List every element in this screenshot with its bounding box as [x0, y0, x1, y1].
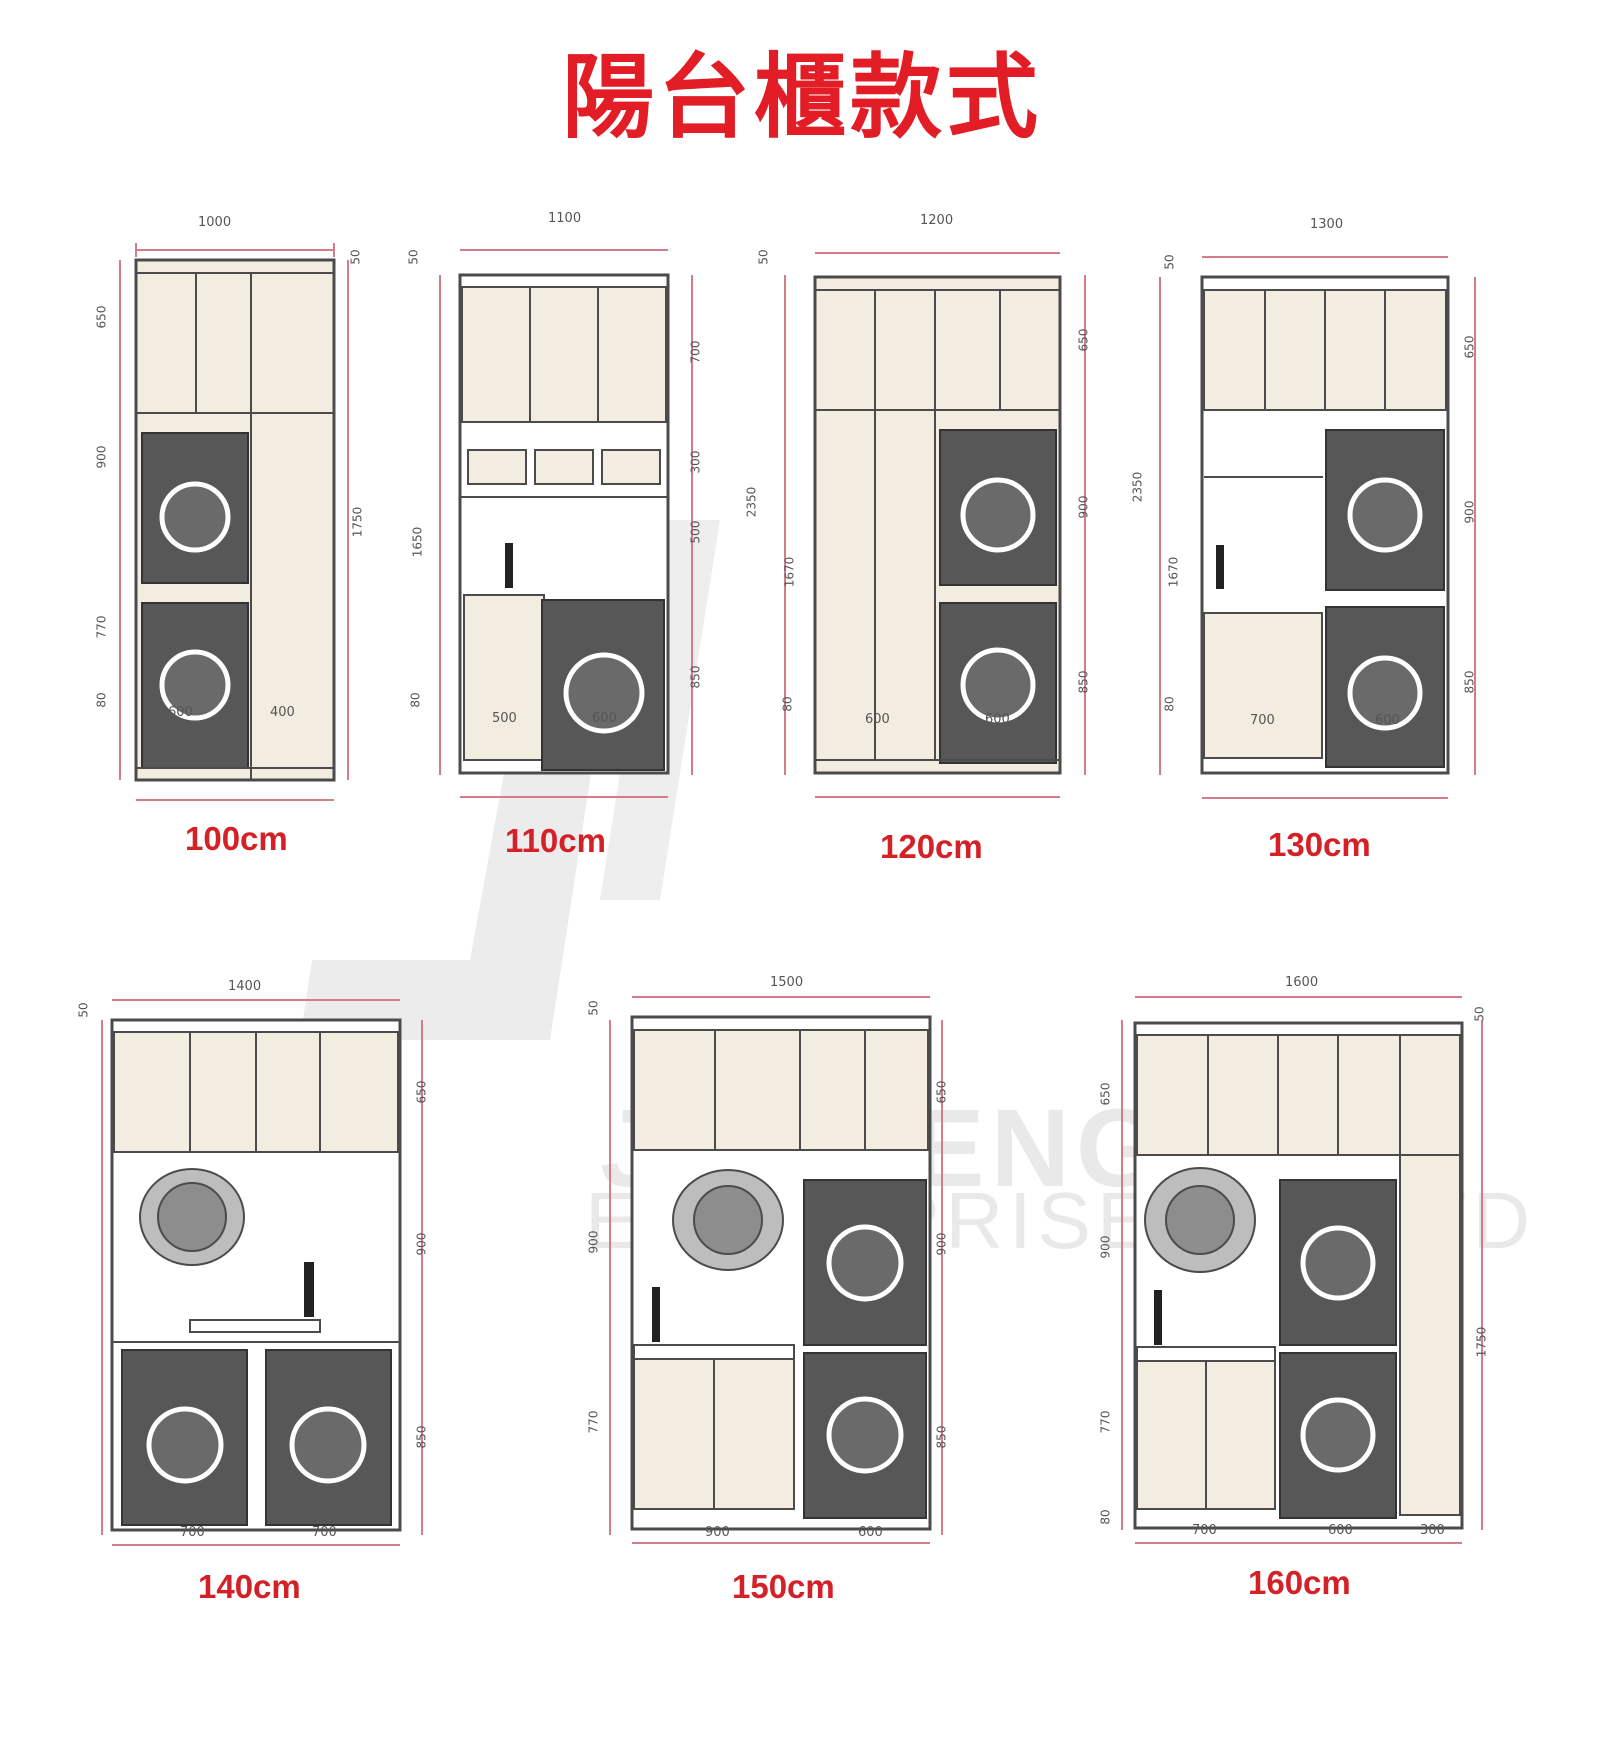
- dim-bottom-1: 600: [168, 705, 193, 720]
- dim-right-3: 850: [1076, 670, 1091, 694]
- dim-left-1: 50: [76, 1002, 91, 1018]
- dim-width: 1000: [198, 215, 232, 230]
- dim-left-3: 80: [408, 692, 423, 708]
- dim-bottom-1: 900: [705, 1525, 730, 1540]
- dim-left-4: 80: [94, 692, 109, 708]
- dim-right-1: 650: [1462, 335, 1477, 359]
- cabinet-160cm-drawing: [1121, 996, 1483, 1544]
- dim-right-2: 900: [1462, 500, 1477, 524]
- dim-right-2: 1750: [350, 506, 365, 538]
- dim-right-1: 700: [688, 340, 703, 364]
- dim-left-3: 1670: [782, 556, 797, 588]
- dim-bottom-2: 600: [1375, 713, 1400, 728]
- dim-bottom-2: 600: [858, 1525, 883, 1540]
- dim-width: 1500: [770, 975, 804, 990]
- dim-left-3: 770: [586, 1410, 601, 1434]
- dim-left-2: 2350: [744, 486, 759, 518]
- dim-right-3: 850: [934, 1425, 949, 1449]
- caption-160cm: 160cm: [1248, 1564, 1351, 1601]
- dim-left-2: 1650: [410, 526, 425, 558]
- dim-bottom-2: 600: [985, 712, 1010, 727]
- page-title: 陽台櫃款式: [561, 44, 1042, 151]
- cabinet-150cm: 1500 900 600 50 900 770 650 900 850: [580, 975, 960, 1545]
- dim-width: 1300: [1310, 217, 1344, 232]
- dim-left-1: 50: [756, 249, 771, 265]
- dim-left-2: 2350: [1130, 471, 1145, 503]
- dim-right-2: 300: [688, 450, 703, 474]
- caption-120cm: 120cm: [880, 828, 983, 865]
- dim-bottom-1: 700: [180, 1525, 205, 1540]
- dim-left-2: 900: [94, 445, 109, 469]
- cabinet-150cm-drawing: [609, 996, 943, 1544]
- cabinet-110cm: 1100 500 600 50 1650 80 700 300 500 850: [406, 211, 730, 798]
- dim-right-3: 850: [414, 1425, 429, 1449]
- dim-right-4: 850: [688, 665, 703, 689]
- dim-width: 1600: [1285, 975, 1319, 990]
- dim-right-1: 650: [414, 1080, 429, 1104]
- caption-150cm: 150cm: [732, 1568, 835, 1605]
- dim-right-1: 650: [934, 1080, 949, 1104]
- dim-left-3: 770: [1098, 1410, 1113, 1434]
- dim-bottom-2: 700: [312, 1525, 337, 1540]
- dim-right-2: 900: [414, 1232, 429, 1256]
- dim-left-2: 900: [1098, 1235, 1113, 1259]
- dim-right-3: 500: [688, 520, 703, 544]
- cabinet-100cm-drawing: [119, 243, 349, 801]
- dim-right-2: 900: [934, 1232, 949, 1256]
- dim-bottom-2: 600: [1328, 1523, 1353, 1538]
- caption-100cm: 100cm: [185, 820, 288, 857]
- caption-130cm: 130cm: [1268, 826, 1371, 863]
- cabinet-140cm: 1400 700 700 50 650 900 850: [76, 975, 440, 1546]
- dim-right-3: 850: [1462, 670, 1477, 694]
- dim-bottom-1: 500: [492, 711, 517, 726]
- cabinet-140cm-drawing: [101, 999, 423, 1546]
- dim-right-1: 650: [1076, 328, 1091, 352]
- dim-width: 1200: [920, 213, 954, 228]
- dim-left-1: 650: [94, 305, 109, 329]
- cabinet-130cm-drawing: [1159, 256, 1476, 799]
- dim-left-1: 650: [1098, 1082, 1113, 1106]
- cabinet-160cm: 1600 700 600 300 650 900 770 80 50 1750: [1098, 975, 1500, 1545]
- caption-140cm: 140cm: [198, 1568, 301, 1605]
- cabinet-110cm-drawing: [439, 249, 693, 798]
- dim-bottom-1: 600: [865, 712, 890, 727]
- dim-bottom-3: 300: [1420, 1523, 1445, 1538]
- dim-left-4: 80: [1162, 696, 1177, 712]
- dim-right-1: 50: [1472, 1006, 1487, 1022]
- cabinet-120cm: 1200 600 600 50 2350 1670 80 650 900 850: [744, 213, 1100, 798]
- cabinet-100cm: 1000 600 400 650 900 770 80 50 1750: [90, 215, 390, 801]
- dim-width: 1400: [228, 979, 262, 994]
- dim-bottom-1: 700: [1192, 1523, 1217, 1538]
- dim-bottom-2: 400: [270, 705, 295, 720]
- dim-bottom-2: 600: [592, 711, 617, 726]
- dim-left-1: 50: [406, 249, 421, 265]
- dim-left-4: 80: [1098, 1509, 1113, 1525]
- dim-width: 1100: [548, 211, 582, 226]
- dim-left-2: 900: [586, 1230, 601, 1254]
- dim-left-3: 770: [94, 615, 109, 639]
- dim-right-1: 50: [348, 249, 363, 265]
- caption-110cm: 110cm: [505, 822, 606, 859]
- cabinet-130cm: 1300 700 600 50 2350 1670 80 650 900 850: [1130, 215, 1490, 799]
- dim-right-2: 900: [1076, 495, 1091, 519]
- dim-left-4: 80: [780, 696, 795, 712]
- dim-left-3: 1670: [1166, 556, 1181, 588]
- dim-left-1: 50: [1162, 254, 1177, 270]
- dim-right-2: 1750: [1474, 1326, 1489, 1358]
- dim-bottom-1: 700: [1250, 713, 1275, 728]
- cabinet-120cm-drawing: [784, 252, 1086, 798]
- dim-left-1: 50: [586, 1000, 601, 1016]
